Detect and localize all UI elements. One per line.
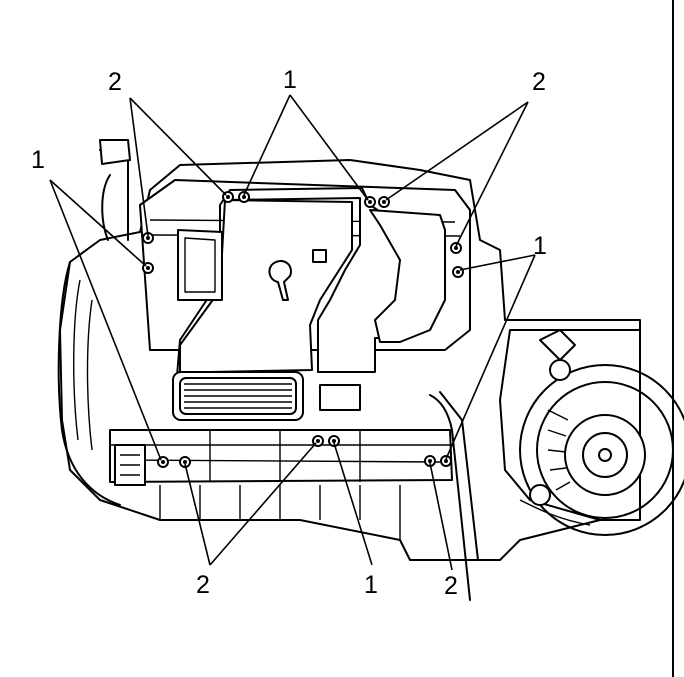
screw-1-bottom-center xyxy=(328,435,340,447)
screw-2-bottom-left-a xyxy=(179,456,191,468)
screw-2-top-right-b xyxy=(450,242,462,254)
screw-1-right-lower xyxy=(440,455,452,467)
screw-1-bottom-left xyxy=(157,456,169,468)
leader-lines xyxy=(49,94,536,571)
callout-2-top-left: 2 xyxy=(108,68,122,96)
callout-2-bottom-left: 2 xyxy=(196,571,210,599)
callout-1-top-center: 1 xyxy=(283,66,297,94)
callout-2-top-right: 2 xyxy=(532,68,546,96)
fasteners xyxy=(142,191,464,468)
callout-2-bottom-right: 2 xyxy=(444,572,458,600)
screw-1-right xyxy=(452,266,464,278)
blower-motor xyxy=(499,329,684,536)
callouts: 2 1 2 1 1 2 1 2 xyxy=(31,66,547,600)
callout-1-right: 1 xyxy=(533,232,547,260)
screw-1-top-center-a xyxy=(238,191,250,203)
hvac-housing xyxy=(57,139,641,601)
keyhole-slot xyxy=(268,260,292,301)
screw-2-bottom-right xyxy=(424,455,436,467)
callout-1-left: 1 xyxy=(31,146,45,174)
callout-1-bottom-center: 1 xyxy=(364,571,378,599)
